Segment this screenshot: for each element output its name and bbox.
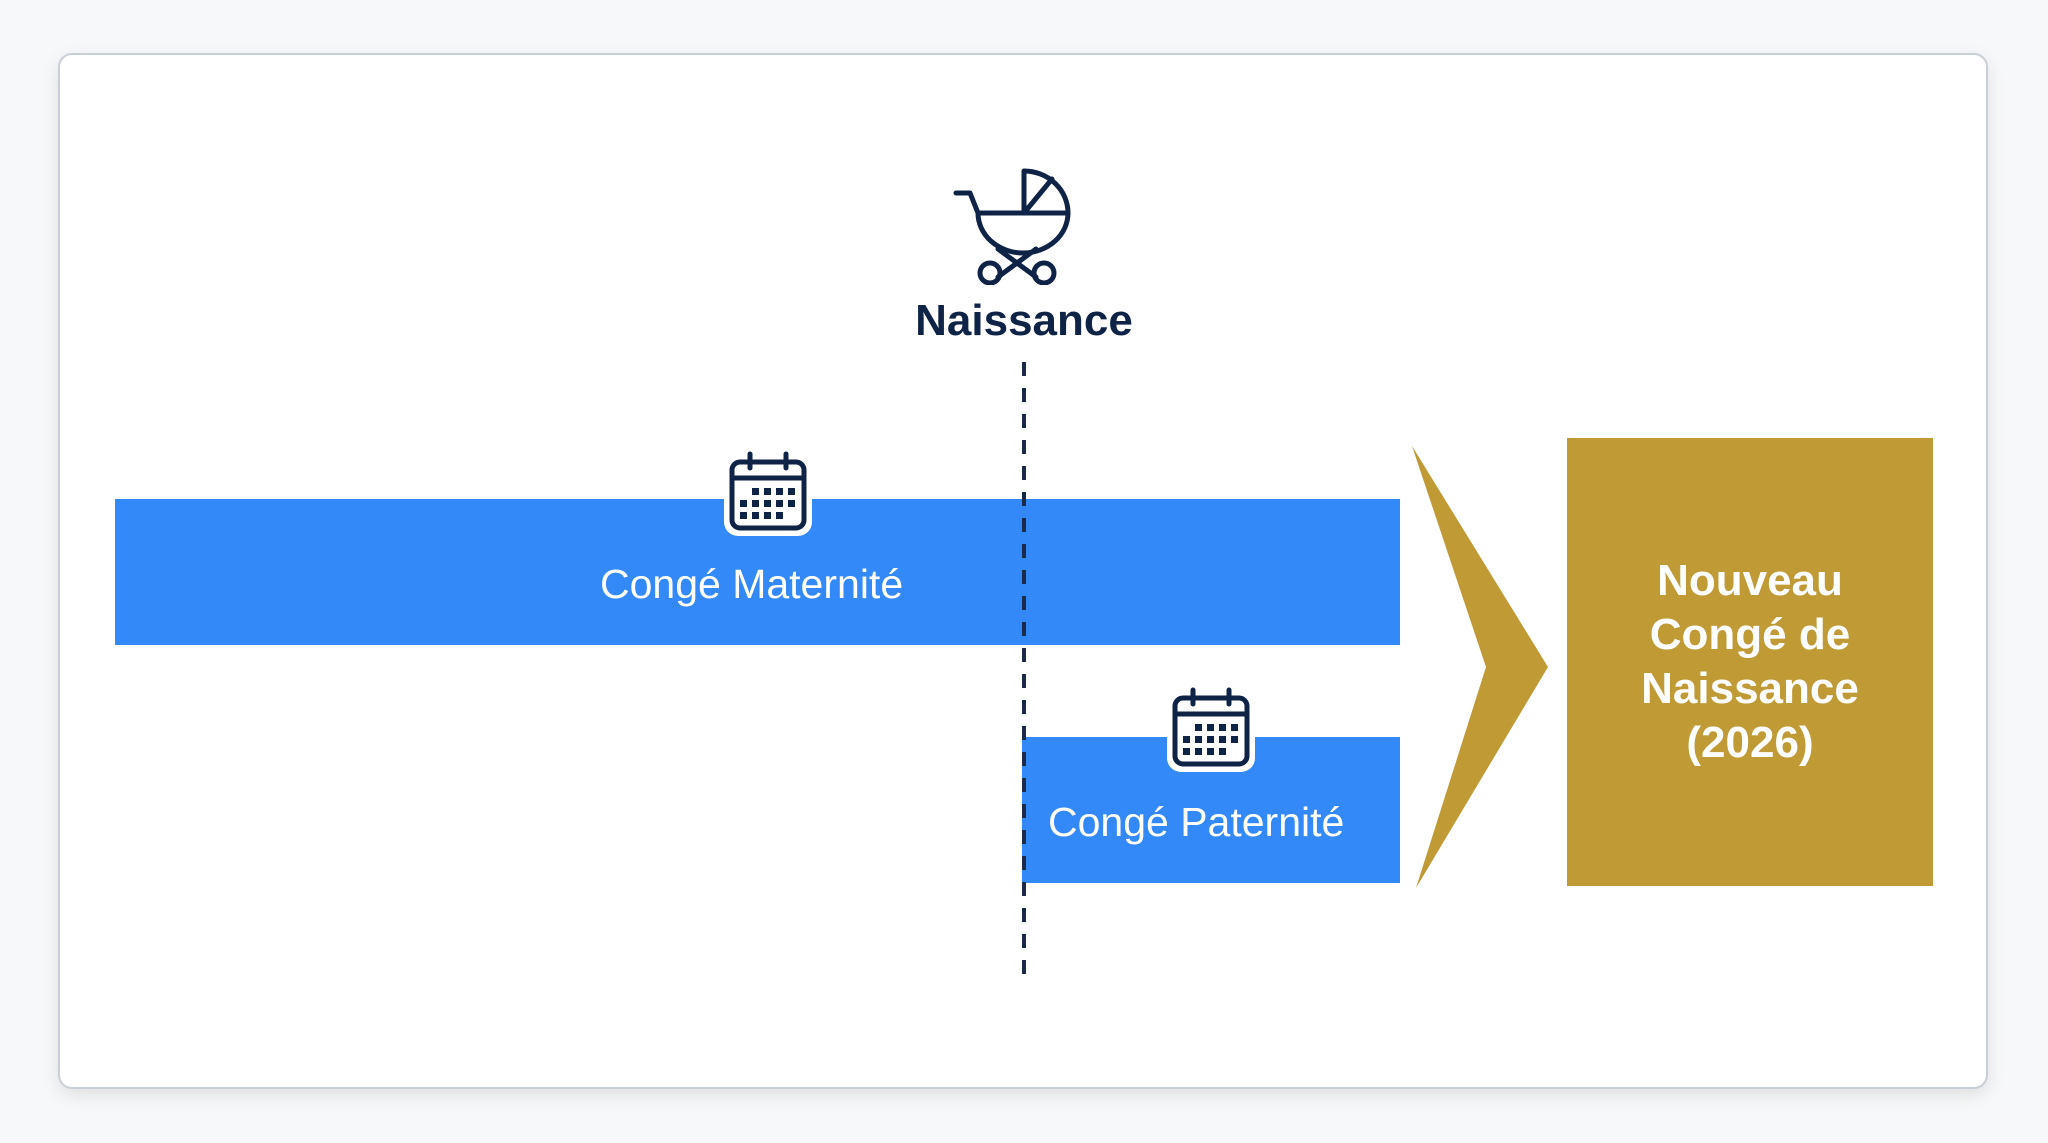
calendar-icon [724,451,812,536]
birth-label: Naissance [915,296,1133,345]
new-birth-leave-box: Nouveau Congé de Naissance (2026) [1567,438,1933,886]
baby-stroller-icon [953,168,1071,285]
chevron-right-arrow [1412,446,1548,888]
paternity-leave-label: Congé Paternité [1048,799,1345,845]
birth-dashed-line [1022,362,1026,986]
calendar-icon [1167,687,1255,772]
maternity-leave-label: Congé Maternité [600,561,904,607]
new-birth-leave-label: Nouveau Congé de Naissance (2026) [1641,556,1859,767]
